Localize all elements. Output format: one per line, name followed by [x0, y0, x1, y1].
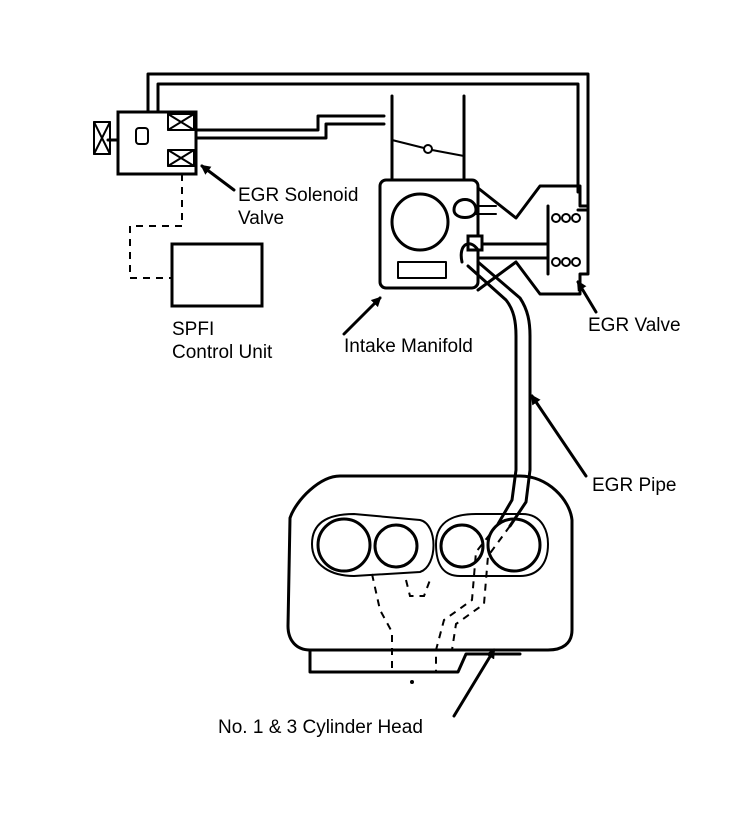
spfi-label-line1: SPFI — [172, 319, 215, 340]
egr-solenoid-valve-label-line2: Valve — [238, 208, 285, 229]
solenoid-outlet-tubes — [194, 114, 386, 140]
egr-valve — [459, 184, 590, 296]
egr-solenoid-valve — [93, 110, 198, 176]
intake-manifold — [378, 94, 497, 290]
cylinder-head-label: No. 1 & 3 Cylinder Head — [218, 717, 423, 738]
egr-solenoid-valve-label: EGR Solenoid Valve — [238, 184, 358, 230]
egr-pipe — [466, 260, 532, 528]
cylinder-head — [286, 474, 574, 674]
egr-valve-label: EGR Valve — [588, 315, 681, 336]
intake-manifold-label: Intake Manifold — [344, 336, 473, 357]
label-arrows — [200, 164, 598, 718]
solenoid-wiring — [129, 174, 183, 279]
spfi-label-line2: Control Unit — [172, 342, 273, 363]
vacuum-hose — [146, 72, 590, 212]
spfi-control-unit-label: SPFI Control Unit — [172, 318, 272, 364]
egr-solenoid-valve-label-line1: EGR Solenoid — [238, 185, 359, 206]
egr-pipe-label: EGR Pipe — [592, 475, 677, 496]
spfi-control-unit — [170, 242, 264, 308]
